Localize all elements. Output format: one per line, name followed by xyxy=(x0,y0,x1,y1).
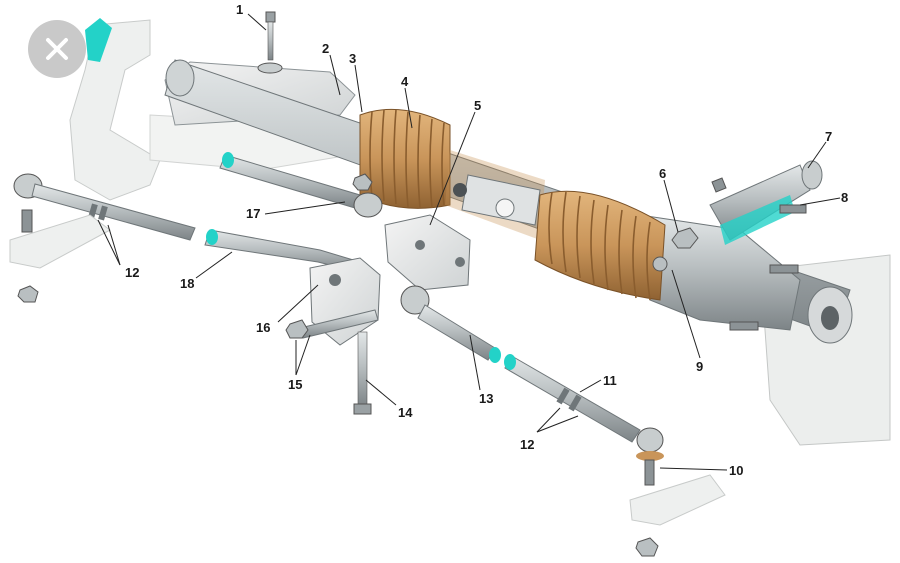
close-button[interactable] xyxy=(28,20,86,78)
callout-18: 18 xyxy=(180,276,195,291)
right-bellows-boot xyxy=(534,190,666,301)
right-tie-rod xyxy=(400,285,726,557)
callout-11: 11 xyxy=(603,373,617,388)
left-body-panel xyxy=(69,19,161,201)
callout-2: 2 xyxy=(322,41,330,56)
callout-12-left: 12 xyxy=(125,265,140,280)
body-panels xyxy=(69,18,891,446)
callout-14: 14 xyxy=(398,405,413,420)
close-icon xyxy=(46,38,68,60)
right-steering-knuckle xyxy=(629,474,726,526)
rack-center-section xyxy=(445,150,545,240)
callout-15: 15 xyxy=(288,377,303,392)
accent-tab xyxy=(85,18,112,62)
left-tie-rod xyxy=(9,173,361,303)
center-bracket xyxy=(384,214,471,291)
left-steering-knuckle xyxy=(9,214,111,269)
callout-3: 3 xyxy=(349,51,357,66)
callout-7: 7 xyxy=(825,129,833,144)
callout-13: 13 xyxy=(479,391,494,406)
left-bellows-boot xyxy=(359,108,451,209)
leader-lines xyxy=(97,13,841,471)
long-bolt xyxy=(353,331,372,415)
callout-17: 17 xyxy=(246,206,261,221)
callout-10: 10 xyxy=(729,463,744,478)
callout-9: 9 xyxy=(696,359,704,374)
mount-bolt xyxy=(257,11,283,74)
inner-tie-rod xyxy=(219,152,383,218)
lower-bracket xyxy=(285,257,381,346)
callout-8: 8 xyxy=(841,190,849,205)
callout-1: 1 xyxy=(236,2,244,17)
rack-nut xyxy=(652,227,699,272)
callout-6: 6 xyxy=(659,166,667,181)
callout-16: 16 xyxy=(256,320,271,335)
right-yoke-clamp xyxy=(709,160,823,331)
callout-4: 4 xyxy=(401,74,409,89)
callout-12-right: 12 xyxy=(520,437,535,452)
callout-5: 5 xyxy=(474,98,482,113)
